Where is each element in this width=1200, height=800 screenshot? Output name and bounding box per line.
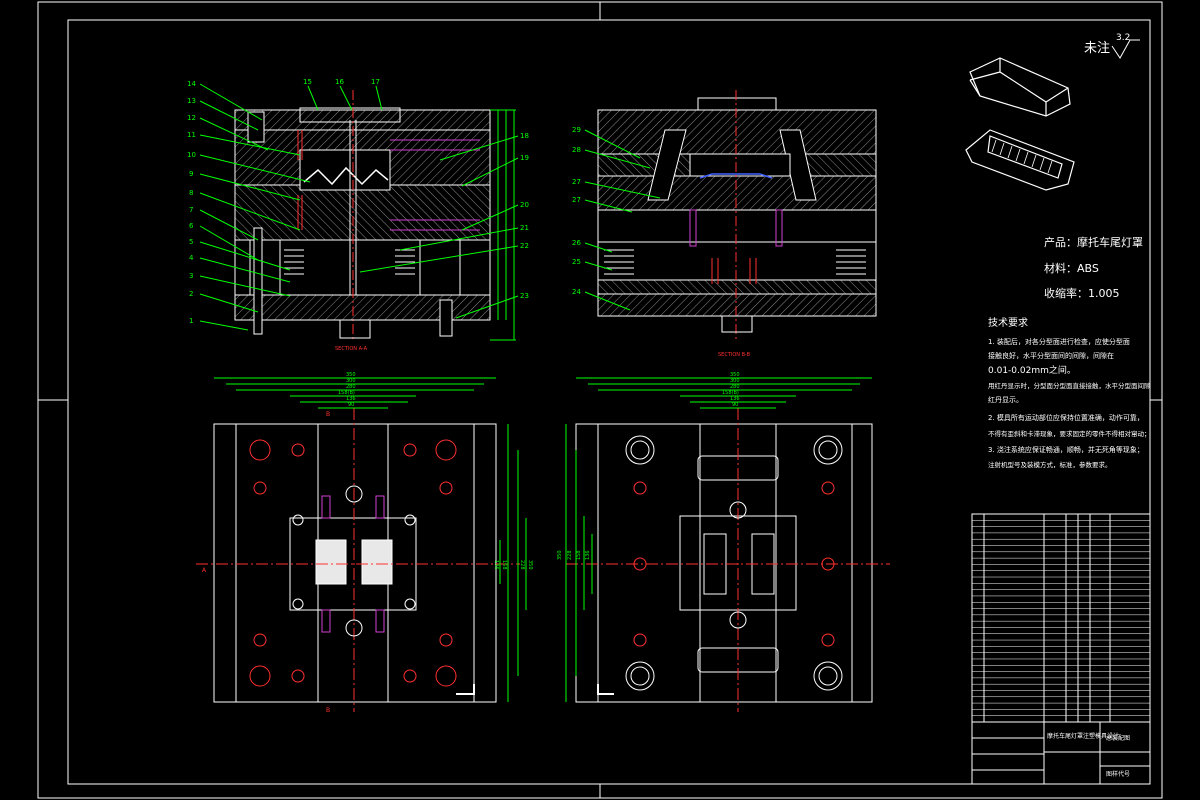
- section-view-a: SECTION A-A: [234, 90, 491, 352]
- dimension-label: 158: [576, 550, 582, 560]
- part-number: 29: [572, 126, 581, 134]
- dimension-label: 228: [567, 550, 573, 560]
- plan-view-fixed: [566, 408, 890, 712]
- drawing-frame: [37, 1, 1163, 799]
- part-number: 24: [572, 288, 581, 296]
- part-numbers-left: 14 13 12 11 10 9 8 7 6 5 4 3 2 1: [187, 80, 196, 325]
- tech-req-line: 3. 浇注系统应保证畅通，顺畅，并无死角等现象；: [988, 445, 1144, 454]
- dimension-labels-plan-right: 350 300 280 158(B) 136 90 350 228 158 13…: [557, 372, 740, 560]
- dimension-lines-plan-left: [214, 377, 527, 702]
- section-mark: B: [326, 707, 330, 714]
- section-b-caption: SECTION B-B: [718, 352, 751, 358]
- tech-req-title: 技术要求: [988, 316, 1028, 329]
- roughness-note: 未注 3.2: [1084, 33, 1140, 59]
- technical-requirements: 技术要求 1. 装配后，对各分型面进行检查，应使分型面 接触良好，水平分型面间的…: [988, 316, 1151, 469]
- dimension-label: 350: [527, 560, 533, 570]
- design-title: 摩托车尾灯罩注塑模具设计: [1047, 732, 1119, 740]
- dimension-labels-plan-left: 350 300 280 158(B) 136 90 136 158 228 35…: [338, 372, 533, 570]
- dimension-label: 136: [585, 550, 591, 560]
- part-number: 16: [335, 78, 344, 86]
- tech-req-line: 红丹显示。: [988, 395, 1023, 404]
- part-number: 21: [520, 224, 529, 232]
- part-number: 18: [520, 132, 529, 140]
- part-number: 10: [187, 151, 196, 159]
- dimension-label: 300: [730, 378, 740, 384]
- title-block: [971, 513, 1151, 785]
- part-sketch-top: [969, 57, 1071, 117]
- part-number: 26: [572, 239, 581, 247]
- tech-req-line: 0.01-0.02mm之间。: [988, 364, 1076, 376]
- dimension-label: 158(B): [722, 390, 739, 396]
- part-number: 3: [189, 272, 193, 280]
- dimension-label: 280: [346, 384, 356, 390]
- dimension-label: 158: [501, 560, 507, 570]
- part-number: 7: [189, 206, 193, 214]
- section-view-b: SECTION B-B: [597, 90, 877, 358]
- dimension-label: 228: [519, 560, 525, 570]
- part-number: 15: [303, 78, 312, 86]
- part-number: 17: [371, 78, 380, 86]
- part-numbers-top: 15 16 17: [303, 78, 383, 111]
- title-block-text: 摩托车尾灯罩注塑模具设计 总装配图 图样代号: [1047, 732, 1130, 778]
- tech-req-line: 接触良好，水平分型面间的间隙，间隙在: [988, 351, 1114, 360]
- dimension-label: 136: [346, 396, 356, 402]
- tech-req-line: 1. 装配后，对各分型面进行检查，应使分型面: [988, 337, 1130, 346]
- dimension-label: 136: [493, 560, 499, 570]
- plan-view-moving: [196, 408, 520, 712]
- part-number: 12: [187, 114, 196, 122]
- leaders-left: [199, 83, 311, 331]
- part-number: 28: [572, 146, 581, 154]
- part-number: 20: [520, 201, 529, 209]
- tech-req-line: 注射机型号及装模方式，标准，参数要求。: [988, 460, 1112, 469]
- part-number: 22: [520, 242, 529, 250]
- part-number: 1: [189, 317, 193, 325]
- dimension-lines-a: [490, 109, 516, 341]
- part-number: 23: [520, 292, 529, 300]
- dimension-lines-plan-right: [565, 377, 872, 702]
- dimension-label: 158(B): [338, 390, 355, 396]
- tech-req-line: 2. 模具所有运动部位应保持位置准确，动作可靠，: [988, 413, 1144, 422]
- unspecified-note-label: 未注: [1084, 41, 1110, 56]
- part-number: 11: [187, 131, 196, 139]
- tech-req-line: 用红丹显示时，分型面分型面直接接触，水平分型面间隙: [988, 381, 1151, 390]
- product-name: 产品：摩托车尾灯罩: [1044, 235, 1143, 249]
- drawing-code-label: 图样代号: [1106, 770, 1130, 778]
- part-number: 5: [189, 238, 193, 246]
- dimension-label: 280: [730, 384, 740, 390]
- dimension-label: 90: [348, 402, 354, 408]
- part-number: 27: [572, 178, 581, 186]
- section-marks: B B A: [202, 411, 330, 714]
- part-number: 8: [189, 189, 193, 197]
- part-number: 4: [189, 254, 194, 262]
- dimension-label: 350: [730, 372, 740, 378]
- tech-req-line: 不得有歪斜和卡滞现象，要求固定的零件不得相对窜动；: [988, 429, 1151, 438]
- shrinkage: 收缩率：1.005: [1044, 286, 1120, 300]
- product-info: 产品：摩托车尾灯罩 材料：ABS 收缩率：1.005: [1044, 235, 1143, 300]
- dimension-label: 350: [557, 550, 563, 560]
- part-number: 6: [189, 222, 194, 230]
- roughness-value: 3.2: [1116, 33, 1130, 43]
- section-mark: B: [326, 411, 330, 418]
- part-number: 25: [572, 258, 581, 266]
- section-a-caption: SECTION A-A: [335, 346, 368, 352]
- section-mark: A: [202, 567, 207, 574]
- material: 材料：ABS: [1044, 261, 1099, 275]
- part-number: 9: [189, 170, 193, 178]
- dimension-label: 136: [730, 396, 740, 402]
- dimension-label: 350: [346, 372, 356, 378]
- part-number: 14: [187, 80, 196, 88]
- bom-rows: [972, 520, 1150, 716]
- part-sketch-bottom: [965, 129, 1075, 191]
- part-number: 13: [187, 97, 196, 105]
- part-number: 19: [520, 154, 529, 162]
- drawing-name: 总装配图: [1106, 734, 1130, 742]
- dimension-label: 300: [346, 378, 356, 384]
- part-number: 27: [572, 196, 581, 204]
- part-number: 2: [189, 290, 193, 298]
- dimension-label: 90: [732, 402, 738, 408]
- part-numbers-mid: 29 28 27 27 26 25 24: [572, 126, 661, 311]
